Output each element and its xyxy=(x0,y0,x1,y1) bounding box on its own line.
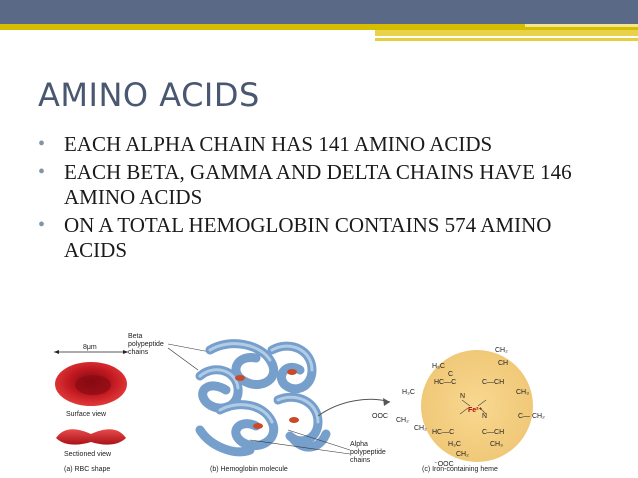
heme-ch3-right: CH₃ xyxy=(516,389,529,396)
heme-n1: N xyxy=(460,393,465,400)
rbc-section xyxy=(56,429,126,445)
heme-n2: N xyxy=(482,413,487,420)
beta-label: Beta xyxy=(128,333,143,340)
heme-hc-bot: HC—C xyxy=(432,429,454,436)
heme-ooc-bot: ⁻OOC xyxy=(434,461,454,468)
accent-stripe-right xyxy=(375,30,638,36)
heme-h3c-top: H₃C xyxy=(432,363,445,370)
bullet-icon: • xyxy=(38,214,46,236)
scale-label: 8μm xyxy=(83,344,97,351)
heme-c-bot: C—CH xyxy=(482,429,504,436)
heme-background xyxy=(421,350,533,462)
heme-ch2-l: CH₂ xyxy=(396,417,409,424)
caption-a: (a) RBC shape xyxy=(64,466,110,473)
heme-hc-left: HC—C xyxy=(434,379,456,386)
heme-structure: CH₂ CH H₃C C HC—C C—CH H₃C CH₃ N Fe²⁺ N … xyxy=(372,347,545,473)
heme-ch2-r: CH₂ xyxy=(414,425,427,432)
surface-view-label: Surface view xyxy=(66,411,107,418)
heme-ch2-bot: CH₂ xyxy=(456,451,469,458)
hemoglobin-molecule: Beta polypeptide chains A xyxy=(128,333,391,473)
sectioned-view-label: Sectioned view xyxy=(64,451,112,458)
accent-stripe-highlight xyxy=(525,24,638,27)
beta-label-line3: chains xyxy=(128,349,149,356)
heme-ch3-bot: CH₃ xyxy=(490,441,503,448)
heme-h3c-bot: H₃C xyxy=(448,441,461,448)
accent-stripe-thin xyxy=(375,38,638,41)
rbc-panel: 8μm Surface view Sectioned view (a) RBC … xyxy=(54,344,128,473)
bullet-item: • EACH BETA, GAMMA AND DELTA CHAINS HAVE … xyxy=(34,160,614,210)
bullet-text: EACH BETA, GAMMA AND DELTA CHAINS HAVE 1… xyxy=(64,160,572,209)
caption-c: (c) Iron-containing heme xyxy=(422,466,498,473)
bullet-text: EACH ALPHA CHAIN HAS 141 AMINO ACIDS xyxy=(64,132,493,156)
alpha-label-line3: chains xyxy=(350,457,371,464)
heme-fe: Fe²⁺ xyxy=(468,407,483,414)
bullet-icon: • xyxy=(38,161,46,183)
slide-title: AMINO ACIDS xyxy=(38,76,260,114)
caption-b: (b) Hemoglobin molecule xyxy=(210,466,288,473)
beta-label-line2: polypeptide xyxy=(128,341,164,348)
bullet-list: • EACH ALPHA CHAIN HAS 141 AMINO ACIDS • E… xyxy=(34,132,614,266)
accent-stripe xyxy=(0,24,638,30)
alpha-label: Alpha xyxy=(350,441,368,448)
heme-ch2-far: C— CH₂ xyxy=(518,413,545,420)
heme-ch-top: CH xyxy=(498,360,508,367)
heme-ch2-top: CH₂ xyxy=(495,347,508,354)
bullet-item: • EACH ALPHA CHAIN HAS 141 AMINO ACIDS xyxy=(34,132,614,157)
hemoglobin-figure: 8μm Surface view Sectioned view (a) RBC … xyxy=(54,333,545,473)
heme-h3c-left: H₃C xyxy=(402,389,415,396)
heme-c-ch: C—CH xyxy=(482,379,504,386)
heme-c-top: C xyxy=(448,371,453,378)
top-banner xyxy=(0,0,638,24)
bullet-item: • ON A TOTAL HEMOGLOBIN CONTAINS 574 AMIN… xyxy=(34,213,614,263)
heme-ooc: OOC xyxy=(372,413,388,420)
bullet-icon: • xyxy=(38,133,46,155)
alpha-label-line2: polypeptide xyxy=(350,449,386,456)
bullet-text: ON A TOTAL HEMOGLOBIN CONTAINS 574 AMINO… xyxy=(64,213,552,262)
